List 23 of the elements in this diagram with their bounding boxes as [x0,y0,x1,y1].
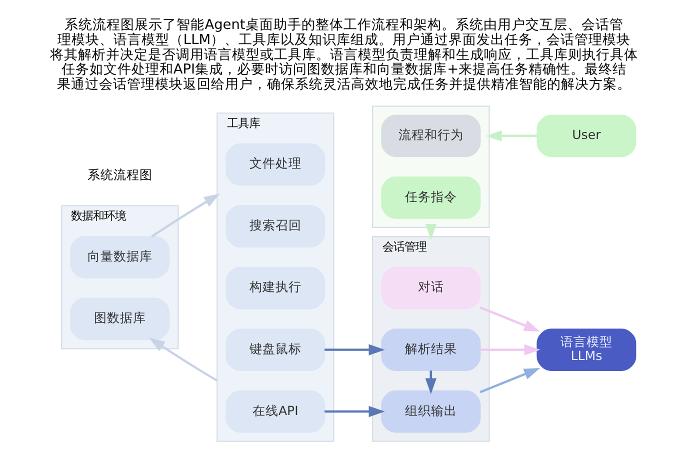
arrow [479,368,540,393]
arrow [150,193,220,237]
arrow [424,224,436,240]
node-box: 向量数据库 [70,236,170,278]
arrow [324,344,384,355]
node-box: 在线API [225,390,325,432]
node-box: 组织输出 [380,390,480,432]
arrow [480,344,540,355]
caption: 系统流程图 [86,166,152,182]
node-box: 对话 [380,266,480,309]
node-box: 图数据库 [70,297,170,340]
node-box: 键盘鼠标 [225,328,325,370]
node-box: 语言模型 LLMs [536,328,636,370]
arrow [148,337,218,382]
node-box: 解析结果 [380,328,480,370]
cluster [372,105,490,228]
arrow [324,405,384,417]
arrow [485,130,536,142]
arrow [479,306,540,332]
diagram-title: 系统流程图展示了智能Agent桌面助手的整体工作流程和架构。系统由用户交互层、会话管理模块、语言模型（LLM）、工具库以及知识库组成。用户通过界面发出任务，会话管理模块将其解析并决定是否调用语言模型或工具库。语言模型负责理解和生成响应，工具库则执行具体任务如文件处理和API集成，必要时访问图数据库和向量数据库+来提高任务精确性。最终结果通过会话管理模块返回给用户，确保系统灵活高效地完成任务并提供精准智能的解决方案。 [50,16,638,92]
node-box: 流程和行为 [380,114,480,157]
node-box: User [536,114,636,157]
node-box: 任务指令 [380,176,480,218]
